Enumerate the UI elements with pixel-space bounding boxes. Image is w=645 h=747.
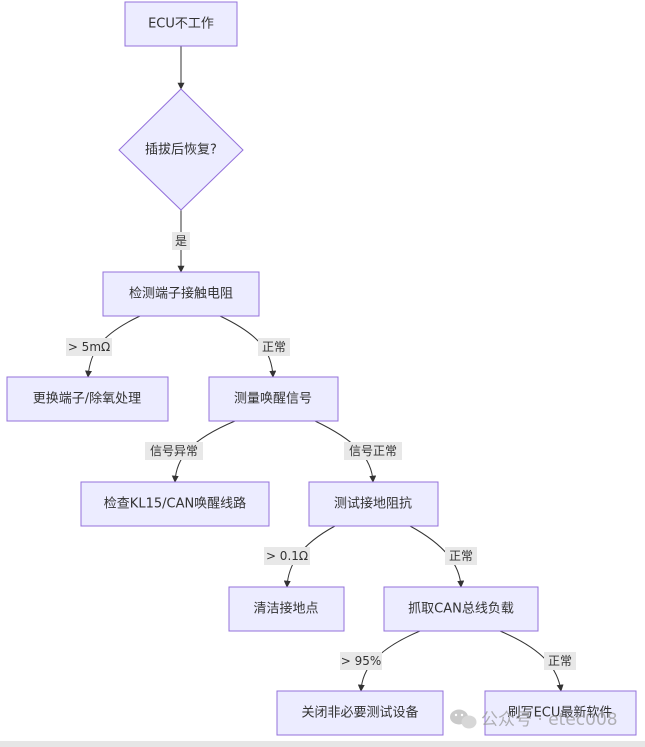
node-can-load-label: 抓取CAN总线负载 [408, 602, 514, 617]
node-clean-ground-label: 清洁接地点 [253, 601, 318, 617]
edge-labels: 是 > 5mΩ 正常 信号异常 信号正常 > 0.1Ω 正常 > 95% [66, 232, 576, 670]
edge-label-normal2-text: 正常 [449, 549, 473, 563]
edge-label-normal2: 正常 [445, 547, 477, 565]
node-clean-ground[interactable]: 清洁接地点 [228, 586, 345, 632]
edge-label-signal-normal: 信号正常 [344, 442, 402, 460]
watermark-text: 公众号 · etec008 [481, 710, 618, 730]
node-ground-impedance-label: 测试接地阻抗 [334, 496, 412, 512]
node-close-devices[interactable]: 关闭非必要测试设备 [276, 690, 444, 736]
edge-label-gt95: > 95% [340, 652, 382, 670]
edge-label-gt95-text: > 95% [341, 654, 382, 668]
node-wake-signal[interactable]: 测量唤醒信号 [208, 376, 339, 422]
edge-label-normal3: 正常 [544, 652, 576, 670]
wechat-icon [450, 709, 477, 729]
node-flash-ecu[interactable]: 刷写ECU最新软件 [484, 690, 637, 736]
edge-label-signal-abnormal: 信号异常 [145, 442, 203, 460]
node-wake-signal-label: 测量唤醒信号 [234, 392, 312, 407]
node-replug-decision[interactable]: 插拔后恢复? [118, 88, 244, 211]
node-check-kl15[interactable]: 检查KL15/CAN唤醒线路 [80, 481, 270, 527]
edge-label-normal1: 正常 [258, 338, 290, 356]
node-check-terminal-label: 检测端子接触电阻 [129, 286, 233, 302]
edge-label-gt01ohm: > 0.1Ω [264, 547, 310, 565]
edge-label-gt01ohm-text: > 0.1Ω [266, 549, 308, 563]
edge-label-signal-normal-text: 信号正常 [349, 444, 397, 458]
edge-label-gt5mohm: > 5mΩ [66, 338, 112, 356]
edge-label-yes-text: 是 [175, 234, 187, 248]
node-check-terminal[interactable]: 检测端子接触电阻 [102, 271, 260, 317]
nodes: ECU不工作 插拔后恢复? 检测端子接触电阻 更换端子/除氧处理 测量唤醒信号 … [6, 1, 637, 736]
edge-label-signal-abnormal-text: 信号异常 [150, 444, 198, 458]
node-ecu-fail-label: ECU不工作 [148, 17, 214, 32]
node-can-load[interactable]: 抓取CAN总线负载 [383, 586, 539, 632]
bottom-bar [0, 741, 645, 747]
node-ground-impedance[interactable]: 测试接地阻抗 [308, 481, 439, 527]
node-replug-label: 插拔后恢复? [145, 143, 217, 158]
node-replace-terminal[interactable]: 更换端子/除氧处理 [6, 376, 169, 422]
node-close-devices-label: 关闭非必要测试设备 [301, 705, 418, 721]
edge-label-yes: 是 [172, 232, 190, 250]
watermark: 公众号 · etec008 [450, 709, 618, 730]
node-check-kl15-label: 检查KL15/CAN唤醒线路 [104, 496, 246, 512]
node-flash-ecu-label: 刷写ECU最新软件 [508, 705, 613, 721]
node-ecu-fail[interactable]: ECU不工作 [124, 1, 238, 47]
node-replace-terminal-label: 更换端子/除氧处理 [33, 392, 141, 407]
edge-label-gt5mohm-text: > 5mΩ [68, 340, 110, 354]
edge-label-normal3-text: 正常 [548, 654, 572, 668]
edge-label-normal1-text: 正常 [262, 340, 286, 354]
